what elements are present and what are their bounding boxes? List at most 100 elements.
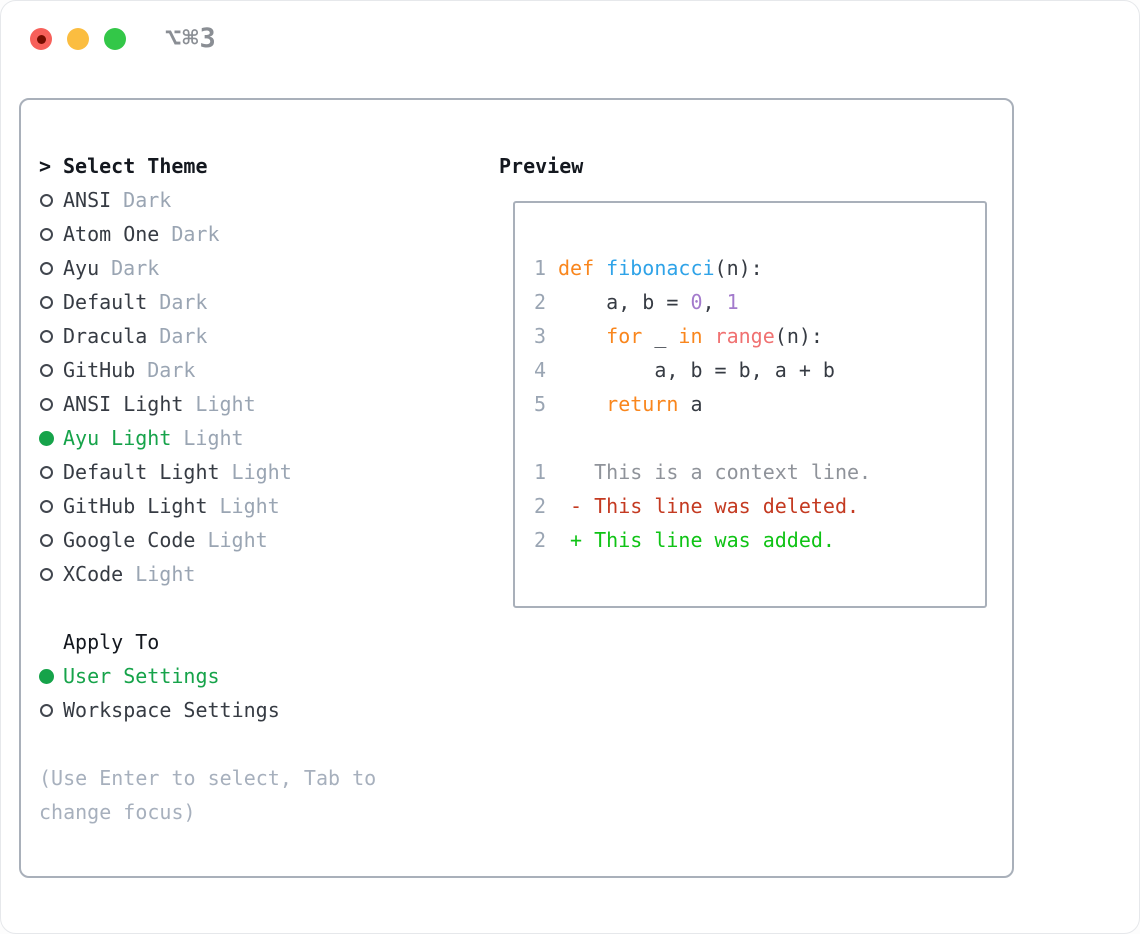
theme-option-default[interactable]: Default Dark xyxy=(39,285,489,319)
line-number: 1 xyxy=(533,460,546,484)
theme-option-label: Default xyxy=(63,290,148,314)
code-segment xyxy=(594,256,606,280)
code-segment: fibonacci xyxy=(606,256,715,280)
theme-variant-badge: Dark xyxy=(171,222,220,246)
theme-variant-badge: Light xyxy=(135,562,196,586)
radio-icon xyxy=(39,295,63,309)
close-dot-icon xyxy=(36,34,46,44)
radio-icon xyxy=(39,499,63,513)
theme-option-github-light[interactable]: GitHub Light Light xyxy=(39,489,489,523)
code-segment: def xyxy=(558,256,595,280)
code-segment: - This line was deleted. xyxy=(558,494,860,518)
line-number: 2 xyxy=(533,290,546,314)
apply-option-user-settings[interactable]: User Settings xyxy=(39,659,489,693)
theme-option-dracula[interactable]: Dracula Dark xyxy=(39,319,489,353)
help-text: (Use Enter to select, Tab to change focu… xyxy=(39,766,377,824)
code-segment xyxy=(703,324,715,348)
code-line: 5 return a xyxy=(522,387,985,421)
blank-line xyxy=(522,421,985,455)
theme-option-github[interactable]: GitHub Dark xyxy=(39,353,489,387)
diff-context-line: 1 This is a context line. xyxy=(522,455,985,489)
theme-variant-badge: Dark xyxy=(159,324,208,348)
code-segment: range xyxy=(714,324,775,348)
theme-option-label: Dracula xyxy=(63,324,148,348)
theme-variant-badge: Dark xyxy=(147,358,196,382)
select-theme-header: > Select Theme xyxy=(39,149,489,183)
code-segment: return xyxy=(606,392,679,416)
close-button[interactable] xyxy=(30,28,52,50)
theme-variant-badge: Light xyxy=(219,494,280,518)
code-segment: (n): xyxy=(774,324,823,348)
apply-option-label: Workspace Settings xyxy=(63,698,280,722)
window-title: ⌥⌘3 xyxy=(165,23,217,54)
code-segment: , xyxy=(702,290,727,314)
radio-icon xyxy=(39,363,63,377)
radio-icon xyxy=(39,703,63,717)
code-segment: a, b = b, a + b xyxy=(558,358,835,382)
prompt-cursor-icon: > xyxy=(39,154,52,178)
zoom-button[interactable] xyxy=(104,28,126,50)
code-segment: 0 xyxy=(690,290,703,314)
code-line: 3 for _ in range(n): xyxy=(522,319,985,353)
theme-option-label: Google Code xyxy=(63,528,196,552)
code-line: 4 a, b = b, a + b xyxy=(522,353,985,387)
radio-icon xyxy=(39,567,63,581)
theme-option-ansi[interactable]: ANSI Dark xyxy=(39,183,489,217)
theme-option-label: Ayu Light xyxy=(63,426,172,450)
preview-header: Preview xyxy=(499,154,584,178)
radio-icon xyxy=(39,261,63,275)
radio-selected-icon xyxy=(39,430,63,446)
theme-variant-badge: Light xyxy=(183,426,244,450)
code-segment: in xyxy=(678,324,703,348)
code-segment: + This line was added. xyxy=(558,528,835,552)
radio-icon xyxy=(39,329,63,343)
theme-option-ansi-light[interactable]: ANSI Light Light xyxy=(39,387,489,421)
theme-option-label: ANSI Light xyxy=(63,392,184,416)
diff-deleted-line: 2 - This line was deleted. xyxy=(522,489,985,523)
radio-selected-icon xyxy=(39,668,63,684)
code-segment: (n): xyxy=(714,256,763,280)
radio-icon xyxy=(39,397,63,411)
line-number: 3 xyxy=(533,324,546,348)
theme-option-label: ANSI xyxy=(63,188,112,212)
code-segment: _ xyxy=(642,324,679,348)
radio-icon xyxy=(39,193,63,207)
radio-icon xyxy=(39,465,63,479)
line-number: 5 xyxy=(533,392,546,416)
line-number: 1 xyxy=(533,256,546,280)
theme-option-label: XCode xyxy=(63,562,124,586)
theme-option-ayu-light[interactable]: Ayu Light Light xyxy=(39,421,489,455)
apply-to-title: Apply To xyxy=(63,630,160,654)
theme-option-label: Ayu xyxy=(63,256,100,280)
code-segment xyxy=(558,324,606,348)
line-number: 2 xyxy=(533,494,546,518)
minimize-button[interactable] xyxy=(67,28,89,50)
theme-option-label: GitHub xyxy=(63,358,136,382)
theme-option-atom-one[interactable]: Atom One Dark xyxy=(39,217,489,251)
theme-variant-badge: Dark xyxy=(111,256,160,280)
theme-variant-badge: Dark xyxy=(123,188,172,212)
apply-to-header: Apply To xyxy=(39,625,489,659)
theme-option-label: Atom One xyxy=(63,222,160,246)
code-line: 2 a, b = 0, 1 xyxy=(522,285,985,319)
theme-variant-badge: Light xyxy=(231,460,292,484)
code-line: 1 def fibonacci(n): xyxy=(522,251,985,285)
theme-variant-badge: Dark xyxy=(159,290,208,314)
theme-variant-badge: Light xyxy=(195,392,256,416)
code-segment: 1 xyxy=(726,290,739,314)
apply-option-workspace-settings[interactable]: Workspace Settings xyxy=(39,693,489,727)
line-number: 4 xyxy=(533,358,546,382)
code-segment xyxy=(558,392,606,416)
theme-option-ayu[interactable]: Ayu Dark xyxy=(39,251,489,285)
theme-option-label: GitHub Light xyxy=(63,494,208,518)
traffic-lights xyxy=(30,28,126,50)
theme-option-xcode[interactable]: XCode Light xyxy=(39,557,489,591)
code-segment: for xyxy=(606,324,643,348)
